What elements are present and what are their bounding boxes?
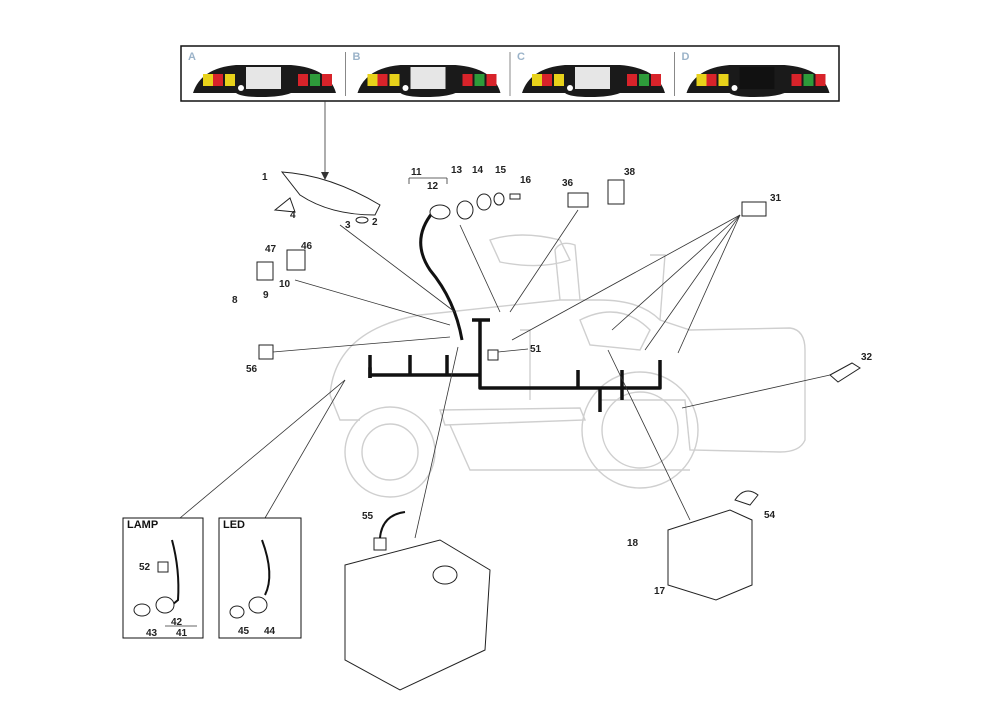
callout-52: 52 bbox=[139, 562, 151, 573]
callout-44: 44 bbox=[264, 626, 276, 637]
callout-3: 3 bbox=[345, 220, 351, 231]
battery bbox=[667, 509, 753, 601]
callout-41: 41 bbox=[176, 628, 188, 639]
callout-43: 43 bbox=[146, 628, 158, 639]
callout-10: 10 bbox=[279, 279, 291, 290]
callout-36: 36 bbox=[562, 178, 574, 189]
callout-2: 2 bbox=[372, 217, 378, 228]
switch-32 bbox=[829, 362, 861, 383]
dashboard-variant-b: B bbox=[345, 51, 501, 97]
dashboard-variant-d: D bbox=[674, 51, 830, 97]
callout-31: 31 bbox=[770, 193, 782, 204]
callout-42: 42 bbox=[171, 617, 183, 628]
ignition-switch bbox=[429, 204, 451, 220]
relay-31 bbox=[741, 201, 767, 217]
dashboard-variant-c: C bbox=[509, 51, 665, 97]
callout-13: 13 bbox=[451, 165, 463, 176]
callout-12: 12 bbox=[427, 181, 439, 192]
callout-8: 8 bbox=[232, 295, 238, 306]
callout-15: 15 bbox=[495, 165, 507, 176]
part-56 bbox=[258, 344, 274, 360]
callout-1: 1 bbox=[262, 172, 268, 183]
callout-14: 14 bbox=[472, 165, 484, 176]
switch-36 bbox=[567, 192, 589, 208]
callout-9: 9 bbox=[263, 290, 269, 301]
callout-47: 47 bbox=[265, 244, 277, 255]
part-51 bbox=[487, 349, 499, 361]
tractor-outline bbox=[329, 234, 806, 498]
variant-letter: A bbox=[188, 51, 196, 63]
wiring-harness bbox=[368, 211, 662, 412]
callout-18: 18 bbox=[627, 538, 639, 549]
callout-46: 46 bbox=[301, 241, 313, 252]
lamp-inset: LAMP bbox=[122, 517, 204, 639]
callout-38: 38 bbox=[624, 167, 636, 178]
lamp-title: LAMP bbox=[127, 519, 158, 531]
dashboard-variants-strip: A B C D bbox=[180, 45, 840, 102]
parts bbox=[256, 171, 861, 691]
fuse-box-46 bbox=[286, 249, 306, 271]
callout-11: 11 bbox=[411, 167, 422, 178]
callout-55: 55 bbox=[362, 511, 374, 522]
callout-32: 32 bbox=[861, 352, 873, 363]
callout-51: 51 bbox=[530, 344, 542, 355]
dashboard-cover bbox=[280, 171, 381, 216]
bracket bbox=[273, 197, 296, 213]
dashboard-variant-a: A bbox=[188, 51, 336, 97]
callout-54: 54 bbox=[764, 510, 776, 521]
relay-9 bbox=[256, 261, 274, 281]
led-inset: LED bbox=[218, 517, 302, 639]
led-title: LED bbox=[223, 519, 245, 531]
callout-4: 4 bbox=[290, 210, 296, 221]
callout-56: 56 bbox=[246, 364, 258, 375]
leader-lines bbox=[179, 177, 831, 539]
callout-45: 45 bbox=[238, 626, 250, 637]
battery-cap bbox=[734, 490, 759, 506]
fuel-tank bbox=[344, 539, 491, 691]
switch-38 bbox=[607, 179, 625, 205]
variant-letter: D bbox=[682, 51, 690, 63]
callout-16: 16 bbox=[520, 175, 532, 186]
callout-17: 17 bbox=[654, 586, 666, 597]
variant-letter: C bbox=[517, 51, 525, 63]
variant-letter: B bbox=[353, 51, 361, 63]
